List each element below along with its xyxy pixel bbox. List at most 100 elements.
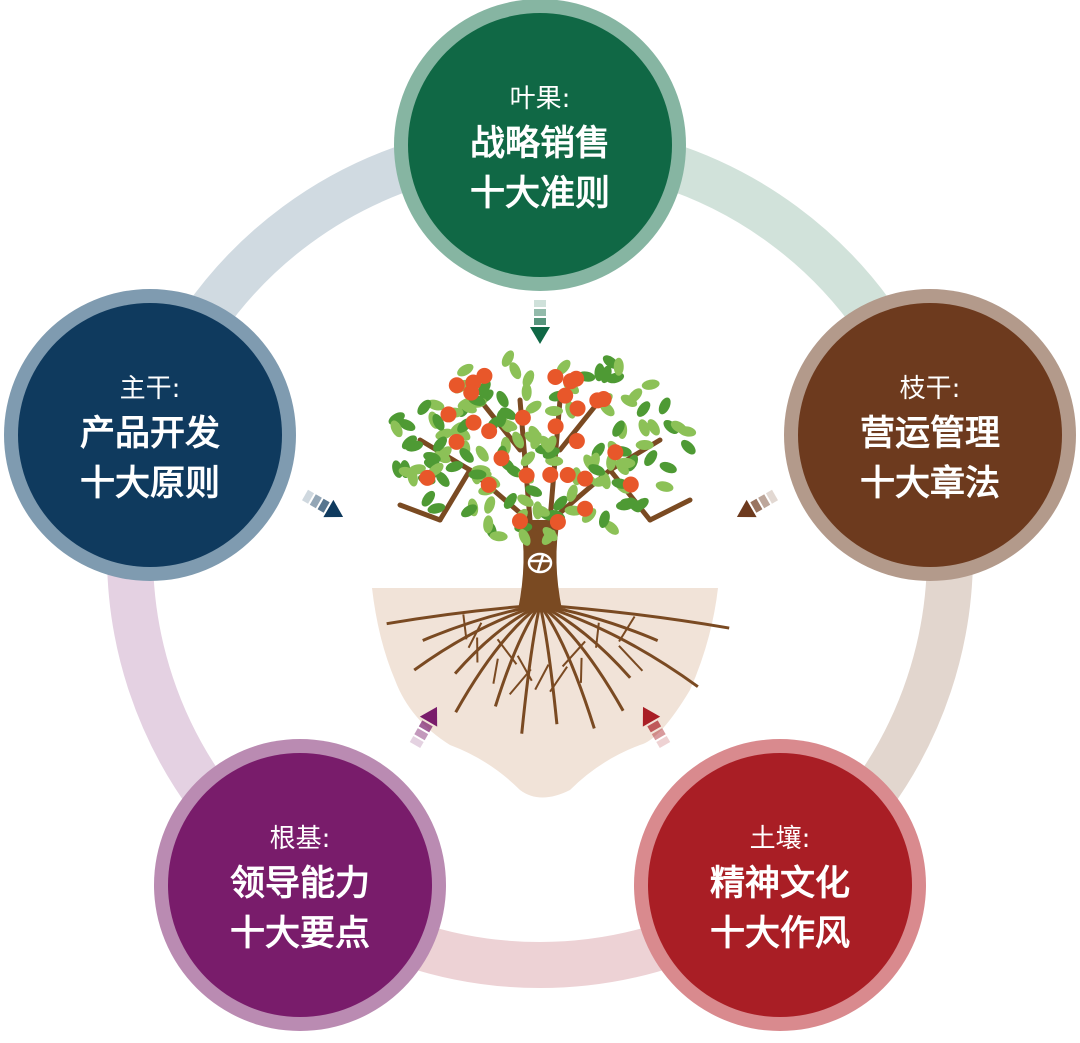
node-title-line1: 战略销售 [470, 124, 610, 164]
apple [549, 513, 566, 530]
node-title-line2: 十大要点 [230, 914, 370, 954]
leaf [461, 504, 478, 518]
leaf [475, 445, 489, 462]
arrow-icon [409, 706, 438, 748]
apple [607, 444, 624, 461]
leaf [616, 500, 634, 511]
node-label: 叶果: [510, 84, 571, 114]
apple [440, 406, 457, 423]
leaf [503, 493, 517, 509]
node-label: 根基: [270, 824, 331, 854]
leaf [433, 436, 447, 452]
leaf [512, 431, 525, 449]
leaf [541, 529, 556, 545]
leaf [644, 450, 658, 467]
node-circle [798, 303, 1062, 567]
leaf [553, 495, 568, 511]
node-title-line2: 十大作风 [710, 914, 850, 954]
leaf [522, 370, 535, 388]
node-title-line2: 十大准则 [470, 174, 610, 214]
leaf [641, 379, 660, 390]
arrows [302, 300, 778, 748]
arrow-icon [736, 489, 778, 518]
leaf [659, 461, 677, 474]
leaf [489, 531, 508, 542]
leaf [421, 490, 436, 507]
leaf [509, 362, 522, 380]
leaf [613, 357, 624, 376]
arrow-icon [302, 489, 344, 518]
leaf [390, 420, 403, 438]
arrow-icon [642, 706, 671, 748]
leaf [521, 382, 532, 401]
leaf [532, 505, 550, 517]
leaf [612, 420, 625, 437]
leaf [530, 431, 542, 450]
leaf [566, 484, 578, 502]
leaf [517, 494, 534, 507]
apple [511, 513, 528, 530]
apple [557, 387, 574, 404]
apple [562, 373, 579, 390]
node-title-line1: 精神文化 [710, 864, 850, 904]
node-label: 土壤: [750, 824, 811, 854]
logo-emblem [527, 552, 553, 574]
leaf [615, 457, 634, 468]
leaf [459, 448, 474, 463]
leaf [635, 440, 654, 451]
apple [622, 476, 639, 493]
leaf [525, 485, 543, 497]
apple [559, 467, 576, 484]
leaf [647, 419, 660, 436]
leaf [457, 363, 474, 377]
leaf [658, 397, 671, 415]
leaf [518, 528, 531, 546]
leaf [663, 419, 679, 435]
node-title-line1: 领导能力 [230, 864, 370, 904]
node-circle [408, 13, 672, 277]
apple [448, 433, 465, 450]
apple [577, 470, 594, 487]
apple [481, 423, 498, 440]
apple [463, 384, 480, 401]
leaf [417, 399, 432, 416]
leaf [484, 496, 496, 514]
leaf [525, 400, 542, 414]
node-title-line2: 十大原则 [80, 464, 220, 504]
leaf [496, 390, 509, 408]
leaf [423, 451, 441, 463]
node-label: 主干: [120, 374, 181, 404]
leaf [544, 406, 563, 417]
leaf [638, 419, 650, 437]
leaf [678, 426, 697, 437]
apple [465, 414, 482, 431]
apple [589, 392, 606, 409]
leaf [681, 439, 696, 455]
node-title-line2: 十大章法 [860, 463, 1000, 504]
leaf [401, 435, 417, 450]
leaf [398, 466, 417, 478]
leaf [627, 388, 643, 404]
apple [542, 466, 559, 483]
leaf [520, 451, 536, 467]
apple [514, 409, 531, 426]
node-circle [168, 753, 432, 1017]
node-title-line1: 产品开发 [80, 414, 220, 454]
leaf [398, 419, 416, 431]
apple [547, 418, 564, 435]
apple [493, 450, 510, 467]
tree-canopy [388, 350, 697, 546]
tree-illustration [372, 350, 730, 798]
leaf [501, 350, 515, 367]
arrow-icon [530, 300, 550, 344]
leaf [445, 461, 464, 473]
leaf [496, 409, 507, 428]
leaf [468, 469, 487, 480]
apple [568, 433, 585, 450]
